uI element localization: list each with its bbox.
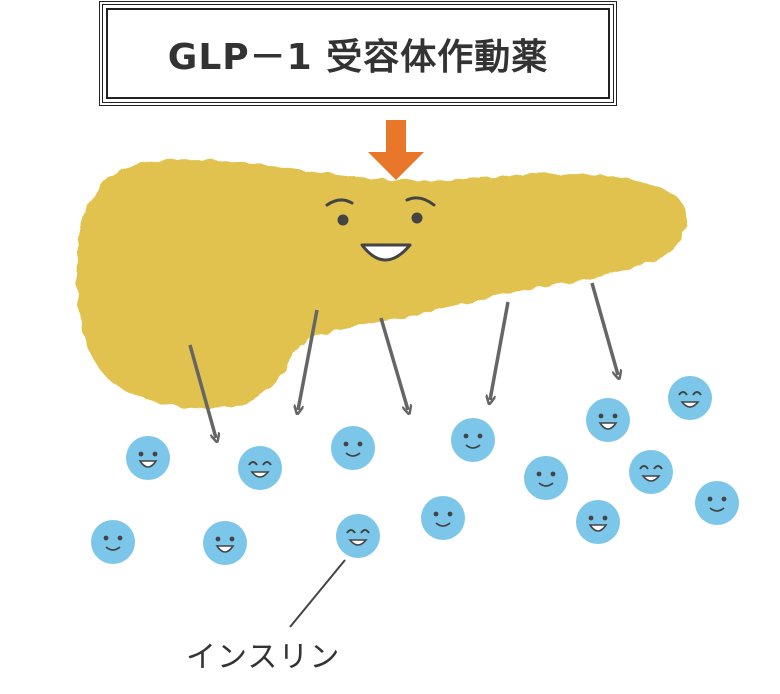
insulin-ball-icon bbox=[336, 514, 380, 558]
insulin-ball-icon bbox=[331, 426, 375, 470]
label-pointer-line bbox=[289, 559, 346, 628]
insulin-ball-icon bbox=[629, 450, 673, 494]
insulin-label: インスリン bbox=[186, 640, 341, 675]
insulin-ball-icon bbox=[695, 481, 739, 525]
insulin-ball-icon bbox=[668, 376, 712, 420]
drug-title: GLP－1 受容体作動薬 bbox=[167, 36, 549, 78]
drug-title-box: GLP－1 受容体作動薬 bbox=[99, 1, 617, 106]
arrow-4 bbox=[490, 301, 510, 400]
arrow-2 bbox=[298, 309, 319, 410]
secretion-arrows bbox=[188, 282, 618, 438]
insulin-ball-icon bbox=[238, 446, 282, 490]
smiling-pancreas-icon bbox=[76, 159, 687, 409]
arrow-1 bbox=[188, 344, 216, 438]
arrow-3 bbox=[379, 317, 408, 410]
arrow-5 bbox=[590, 282, 618, 375]
insulin-ball-icon bbox=[421, 496, 465, 540]
orange-down-arrow-icon bbox=[368, 120, 424, 180]
insulin-ball-icon bbox=[586, 398, 630, 442]
insulin-ball-icon bbox=[126, 436, 170, 480]
insulin-ball-icon bbox=[91, 520, 135, 564]
insulin-ball-icon bbox=[203, 521, 247, 565]
title-inner-border bbox=[106, 8, 610, 99]
insulin-ball-icon bbox=[576, 500, 620, 544]
insulin-ball-icon bbox=[451, 418, 495, 462]
insulin-balls bbox=[91, 376, 739, 565]
insulin-ball-icon bbox=[524, 456, 568, 500]
